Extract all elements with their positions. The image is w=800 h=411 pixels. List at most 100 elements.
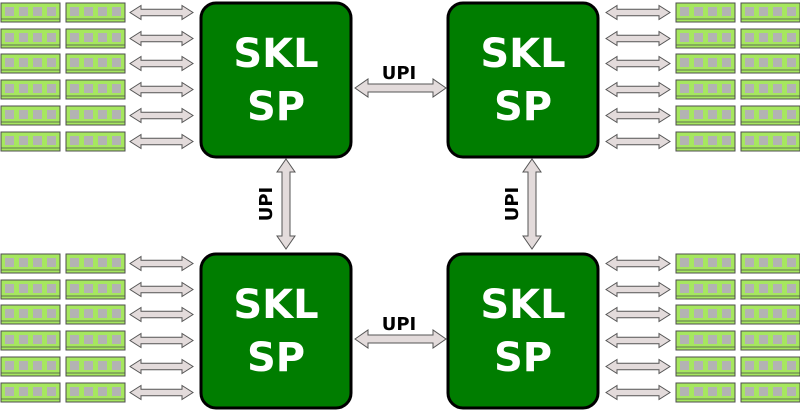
double-arrow-icon [605, 306, 671, 323]
memory-module-icon [65, 253, 126, 274]
upi-link-right-arrow [522, 158, 542, 250]
double-arrow-icon [605, 107, 671, 124]
memory-module-icon [0, 2, 61, 23]
upi-link-bottom-label: UPI [382, 314, 417, 335]
memory-channel [605, 304, 800, 325]
memory-channel [0, 279, 194, 300]
memory-module-icon [0, 79, 61, 100]
memory-module-icon [740, 28, 800, 49]
memory-module-icon [675, 279, 736, 300]
double-arrow-icon [129, 358, 194, 375]
memory-channel [0, 53, 194, 74]
memory-channel [0, 28, 194, 49]
upi-link-left-arrow [276, 158, 296, 250]
processor-bottom-left: SKL SP [199, 252, 353, 410]
memory-channel [605, 279, 800, 300]
memory-module-icon [740, 105, 800, 126]
memory-channel [605, 28, 800, 49]
memory-module-icon [0, 253, 61, 274]
memory-module-icon [65, 79, 126, 100]
processor-top-right: SKL SP [446, 1, 600, 159]
upi-link-top-label: UPI [382, 63, 417, 84]
double-arrow-icon [129, 332, 194, 349]
processor-label-line2: SP [494, 335, 552, 381]
double-arrow-icon [605, 384, 671, 401]
memory-channel [605, 105, 800, 126]
double-arrow-icon [605, 55, 671, 72]
memory-module-icon [740, 79, 800, 100]
memory-module-icon [65, 2, 126, 23]
memory-channel [0, 253, 194, 274]
double-arrow-icon [605, 133, 671, 150]
memory-module-icon [740, 382, 800, 403]
processor-bottom-right: SKL SP [446, 252, 600, 410]
memory-module-icon [65, 28, 126, 49]
memory-module-icon [740, 2, 800, 23]
memory-module-icon [0, 53, 61, 74]
memory-module-icon [675, 53, 736, 74]
memory-module-icon [675, 105, 736, 126]
memory-channel [605, 53, 800, 74]
memory-channel [605, 79, 800, 100]
processor-label-line2: SP [247, 335, 305, 381]
double-arrow-icon [129, 306, 194, 323]
memory-bank-top-right [605, 2, 800, 152]
memory-module-icon [0, 304, 61, 325]
memory-module-icon [65, 304, 126, 325]
memory-channel [605, 2, 800, 23]
memory-module-icon [675, 28, 736, 49]
double-arrow-icon [605, 358, 671, 375]
memory-channel [605, 382, 800, 403]
memory-bank-bottom-left [0, 253, 194, 403]
processor-label-line1: SKL [233, 282, 318, 328]
memory-module-icon [65, 330, 126, 351]
memory-module-icon [0, 382, 61, 403]
memory-channel [605, 356, 800, 377]
memory-module-icon [0, 105, 61, 126]
memory-channel [605, 330, 800, 351]
memory-module-icon [65, 356, 126, 377]
double-arrow-icon [605, 281, 671, 298]
double-arrow-icon [129, 4, 194, 21]
memory-channel [605, 131, 800, 152]
memory-module-icon [0, 330, 61, 351]
double-arrow-icon [129, 281, 194, 298]
memory-channel [0, 2, 194, 23]
memory-module-icon [740, 131, 800, 152]
processor-label-line2: SP [247, 84, 305, 130]
memory-channel [0, 330, 194, 351]
double-arrow-icon [129, 384, 194, 401]
double-arrow-icon [605, 332, 671, 349]
memory-channel [0, 382, 194, 403]
memory-module-icon [675, 253, 736, 274]
processor-label-line1: SKL [480, 31, 565, 77]
memory-module-icon [675, 79, 736, 100]
memory-module-icon [65, 131, 126, 152]
memory-module-icon [740, 330, 800, 351]
memory-channel [0, 131, 194, 152]
memory-module-icon [0, 131, 61, 152]
memory-module-icon [740, 253, 800, 274]
upi-link-bottom-arrow [354, 329, 447, 349]
double-arrow-icon [605, 4, 671, 21]
memory-module-icon [675, 131, 736, 152]
memory-module-icon [0, 356, 61, 377]
memory-channel [0, 304, 194, 325]
double-arrow-icon [129, 133, 194, 150]
memory-module-icon [675, 2, 736, 23]
memory-module-icon [675, 330, 736, 351]
memory-module-icon [740, 356, 800, 377]
processor-label-line1: SKL [233, 31, 318, 77]
memory-module-icon [65, 105, 126, 126]
upi-links: UPI UPI UPI UPI [256, 63, 542, 349]
memory-module-icon [65, 279, 126, 300]
memory-module-icon [740, 304, 800, 325]
memory-module-icon [675, 356, 736, 377]
memory-bank-top-left [0, 2, 194, 152]
processor-label-line2: SP [494, 84, 552, 130]
upi-link-top-arrow [354, 78, 447, 98]
memory-channel [0, 79, 194, 100]
processor-top-left: SKL SP [199, 1, 353, 159]
upi-link-right-label: UPI [502, 187, 523, 222]
